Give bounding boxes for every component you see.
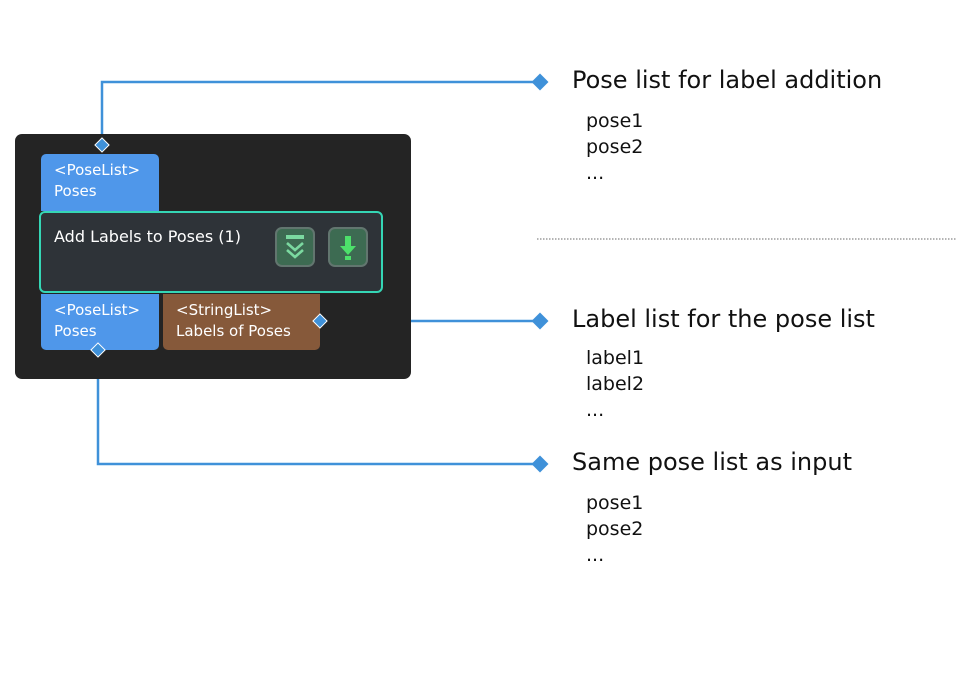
expand-button[interactable]: [275, 227, 315, 267]
list-item: label1: [586, 347, 645, 369]
labels-connector-end-marker: [531, 312, 549, 330]
list-item: ...: [586, 544, 605, 566]
output-port-labels-type: <StringList>: [176, 301, 273, 319]
chevron-double-down-icon: [286, 235, 304, 259]
callout-input-list: pose1 pose2 ...: [586, 108, 643, 186]
output-connector-end-marker: [531, 455, 549, 473]
debug-output-button[interactable]: [328, 227, 368, 267]
callout-input-title: Pose list for label addition: [572, 66, 883, 94]
output-port-labels-name: Labels of Poses: [176, 322, 291, 340]
list-item: pose1: [586, 110, 644, 132]
download-arrow-icon: [340, 236, 356, 260]
output-port-poses-type: <PoseList>: [54, 301, 141, 319]
list-item: pose1: [586, 492, 644, 514]
input-connector-line: [100, 80, 540, 145]
list-item: ...: [586, 162, 605, 184]
step-body[interactable]: Add Labels to Poses (1): [39, 211, 383, 293]
list-item: label2: [586, 373, 645, 395]
output-port-labels[interactable]: <StringList> Labels of Poses: [163, 294, 320, 350]
callout-output-title: Same pose list as input: [572, 448, 852, 476]
output-connector-line: [96, 350, 540, 466]
input-port-poses[interactable]: <PoseList> Poses: [41, 154, 159, 211]
list-item: ...: [586, 399, 605, 421]
output-port-poses[interactable]: <PoseList> Poses: [41, 294, 159, 350]
output-port-poses-name: Poses: [54, 322, 97, 340]
input-port-name: Poses: [54, 182, 97, 200]
list-item: pose2: [586, 136, 644, 158]
step-title: Add Labels to Poses (1): [54, 227, 241, 246]
callout-labels-title: Label list for the pose list: [572, 305, 875, 333]
callout-output-list: pose1 pose2 ...: [586, 490, 643, 568]
input-connector-end-marker: [531, 73, 549, 91]
callout-labels-list: label1 label2 ...: [586, 345, 644, 423]
list-item: pose2: [586, 518, 644, 540]
input-port-type: <PoseList>: [54, 161, 141, 179]
